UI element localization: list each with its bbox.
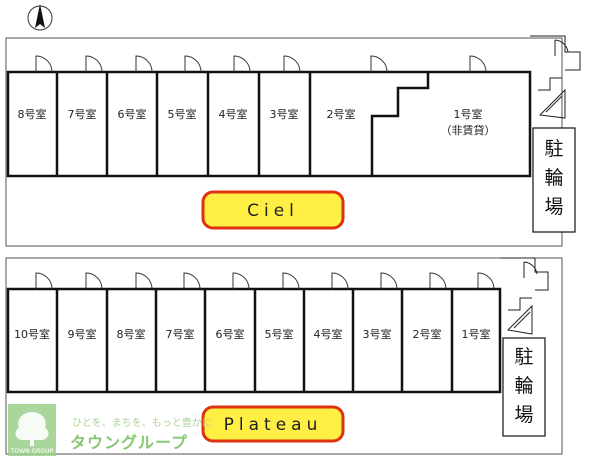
plateau-room-9-label: 9号室	[68, 327, 97, 341]
plateau-bike-parking	[502, 337, 546, 437]
ciel-room1-wall	[370, 72, 430, 176]
ciel-room-4-label: 4号室	[219, 107, 248, 121]
plateau-room-8-label: 8号室	[117, 327, 146, 341]
plateau-room-10-label: 10号室	[14, 327, 50, 341]
plateau-room-6-label: 6号室	[216, 327, 245, 341]
ciel-bike-char-3: 場	[544, 196, 563, 218]
ciel-room-5-label: 5号室	[168, 107, 197, 121]
watermark-slogan: ひとを、まちを、もっと豊かに	[72, 416, 212, 429]
north-arrow-icon	[27, 4, 53, 31]
plateau-bike-char-3: 場	[514, 404, 533, 426]
ciel-room-1-label: 1号室	[454, 107, 483, 121]
ciel-room-1-note: （非賃貸）	[441, 123, 496, 137]
ciel-name-plate	[201, 190, 345, 230]
ciel-stairs	[530, 35, 581, 119]
ciel-bike-parking	[532, 127, 576, 233]
plateau-room-1-label: 1号室	[462, 327, 491, 341]
ciel-bike-char-2: 輪	[544, 167, 563, 189]
plateau-name-text: Plateau	[224, 415, 323, 435]
plateau-room-4-label: 4号室	[314, 327, 343, 341]
ciel-room-8-label: 8号室	[18, 107, 47, 121]
plateau-bike-char-1: 駐	[514, 346, 533, 368]
watermark-brand: タウングループ	[70, 433, 188, 452]
plateau-name-plate	[201, 405, 345, 443]
ciel-room-7-label: 7号室	[68, 107, 97, 121]
ciel-name-text: Ciel	[247, 201, 299, 221]
watermark-tiny-text: TOWN GROUP	[10, 448, 54, 455]
plateau-stairs	[500, 257, 549, 335]
plateau-room-2-label: 2号室	[413, 327, 442, 341]
ciel-room-6-label: 6号室	[118, 107, 147, 121]
ciel-bike-char-1: 駐	[544, 138, 563, 160]
plateau-bike-char-2: 輪	[514, 375, 533, 397]
plateau-lot-outline	[5, 257, 563, 455]
plateau-room-7-label: 7号室	[166, 327, 195, 341]
ciel-room-2-label: 2号室	[327, 107, 356, 121]
plateau-room-5-label: 5号室	[265, 327, 294, 341]
plateau-room-3-label: 3号室	[363, 327, 392, 341]
ciel-building-outline	[6, 70, 532, 178]
building-ciel	[5, 35, 581, 247]
building-plateau	[5, 257, 563, 455]
town-group-watermark: TOWN GROUP ひとを、まちを、もっと豊かに タウングループ	[8, 404, 212, 456]
ciel-room-3-label: 3号室	[270, 107, 299, 121]
